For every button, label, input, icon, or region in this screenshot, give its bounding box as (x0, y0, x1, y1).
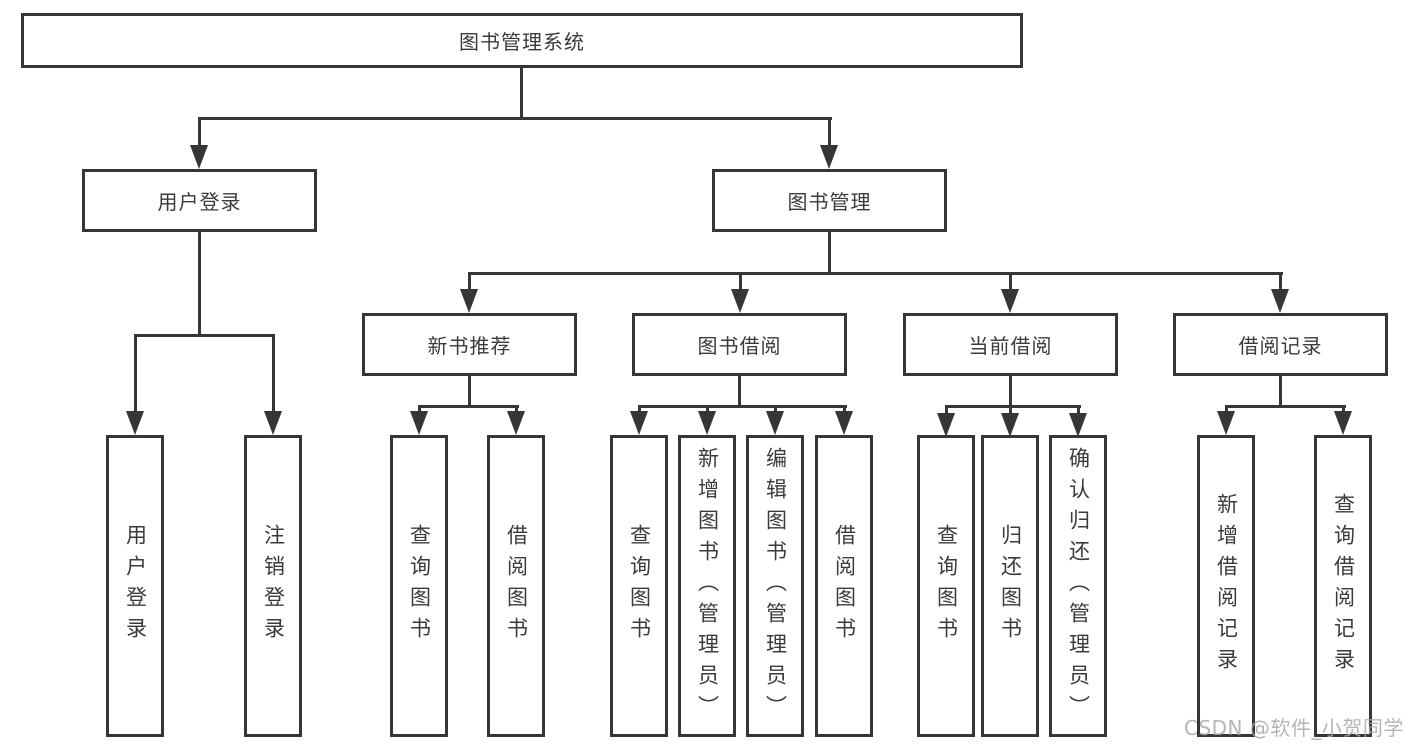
connector-line (945, 405, 1081, 408)
connector-line (738, 272, 742, 291)
connector-line (842, 405, 846, 413)
leaf-add-borrow-record-label: 新增借阅记录 (1214, 493, 1239, 679)
connector-line (1279, 376, 1282, 407)
arrowhead-down-icon (126, 411, 144, 435)
connector-line (133, 334, 137, 413)
connector-line (418, 405, 519, 408)
node-current-borrowing: 当前借阅 (903, 313, 1118, 376)
arrowhead-down-icon (698, 411, 716, 435)
leaf-add-book-admin-label: 新增图书（管理员） (695, 446, 720, 726)
connector-line (198, 232, 201, 336)
arrowhead-down-icon (410, 411, 428, 435)
connector-line (1009, 376, 1012, 407)
arrowhead-down-icon (190, 145, 208, 169)
leaf-query-books-label: 查询图书 (627, 524, 652, 648)
leaf-borrow-books-label: 借阅图书 (832, 524, 857, 648)
leaf-logout: 注销登录 (244, 435, 302, 737)
connector-line (198, 117, 832, 120)
connector-line (1076, 405, 1080, 415)
arrowhead-down-icon (1217, 411, 1235, 435)
leaf-query-books: 查询图书 (390, 435, 448, 737)
connector-line (271, 334, 275, 413)
connector-line (197, 117, 201, 147)
leaf-borrow-books: 借阅图书 (487, 435, 545, 737)
arrowhead-down-icon (1271, 289, 1289, 313)
leaf-user-login-label: 用户登录 (123, 524, 148, 648)
connector-line (1341, 405, 1345, 413)
leaf-confirm-return-admin: 确认归还（管理员） (1049, 435, 1107, 737)
connector-line (637, 405, 641, 413)
node-user-login-group: 用户登录 (82, 169, 317, 232)
connector-line (1224, 405, 1228, 413)
leaf-confirm-return-admin-label: 确认归还（管理员） (1066, 446, 1091, 726)
arrowhead-down-icon (835, 411, 853, 435)
connector-line (738, 376, 741, 407)
connector-line (1278, 272, 1282, 291)
connector-line (1008, 405, 1012, 415)
arrowhead-down-icon (507, 411, 525, 435)
connector-line (520, 68, 523, 119)
arrowhead-down-icon (1334, 411, 1352, 435)
watermark-text: CSDN @软件_小贺同学 (1184, 716, 1404, 740)
node-current-borrowing-label: 当前借阅 (968, 334, 1053, 358)
connector-line (638, 405, 847, 408)
leaf-add-book-admin: 新增图书（管理员） (678, 435, 736, 737)
connector-line (417, 405, 421, 413)
connector-line (514, 405, 518, 413)
arrowhead-down-icon (1001, 413, 1019, 437)
connector-line (828, 232, 831, 274)
leaf-user-login: 用户登录 (106, 435, 164, 737)
arrowhead-down-icon (731, 289, 749, 313)
connector-line (1225, 405, 1346, 408)
connector-line (705, 405, 709, 413)
node-book-management-label: 图书管理 (787, 190, 872, 214)
leaf-edit-book-admin-label: 编辑图书（管理员） (763, 446, 788, 726)
node-book-management: 图书管理 (712, 169, 947, 232)
connector-line (467, 272, 471, 291)
leaf-add-borrow-record: 新增借阅记录 (1197, 435, 1255, 737)
leaf-query-books-label: 查询图书 (407, 524, 432, 648)
node-book-borrowing: 图书借阅 (632, 313, 847, 376)
leaf-borrow-books-label: 借阅图书 (504, 524, 529, 648)
arrowhead-down-icon (766, 411, 784, 435)
connector-line (468, 272, 1283, 275)
node-user-login-group-label: 用户登录 (157, 190, 242, 214)
arrowhead-down-icon (820, 145, 838, 169)
node-new-book-recommend: 新书推荐 (362, 313, 577, 376)
arrowhead-down-icon (460, 289, 478, 313)
leaf-return-books: 归还图书 (981, 435, 1039, 737)
leaf-query-borrow-record-label: 查询借阅记录 (1331, 493, 1356, 679)
connector-line (827, 117, 831, 147)
leaf-logout-label: 注销登录 (261, 524, 286, 648)
node-borrowing-records: 借阅记录 (1173, 313, 1388, 376)
leaf-query-borrow-record: 查询借阅记录 (1314, 435, 1372, 737)
connector-line (944, 405, 948, 415)
leaf-return-books-label: 归还图书 (998, 524, 1023, 648)
arrowhead-down-icon (1069, 413, 1087, 437)
node-book-borrowing-label: 图书借阅 (697, 334, 782, 358)
arrowhead-down-icon (630, 411, 648, 435)
connector-line (468, 376, 471, 407)
connector-line (1008, 272, 1012, 291)
connector-line (134, 334, 275, 337)
leaf-borrow-books: 借阅图书 (815, 435, 873, 737)
node-book-management-system-label: 图书管理系统 (459, 30, 585, 54)
leaf-query-books: 查询图书 (610, 435, 668, 737)
leaf-edit-book-admin: 编辑图书（管理员） (746, 435, 804, 737)
node-borrowing-records-label: 借阅记录 (1238, 334, 1323, 358)
arrowhead-down-icon (937, 413, 955, 437)
arrowhead-down-icon (264, 411, 282, 435)
connector-line (773, 405, 777, 413)
leaf-query-books: 查询图书 (917, 435, 975, 737)
leaf-query-books-label: 查询图书 (934, 524, 959, 648)
node-new-book-recommend-label: 新书推荐 (427, 334, 512, 358)
arrowhead-down-icon (1001, 289, 1019, 313)
node-book-management-system: 图书管理系统 (21, 13, 1023, 68)
